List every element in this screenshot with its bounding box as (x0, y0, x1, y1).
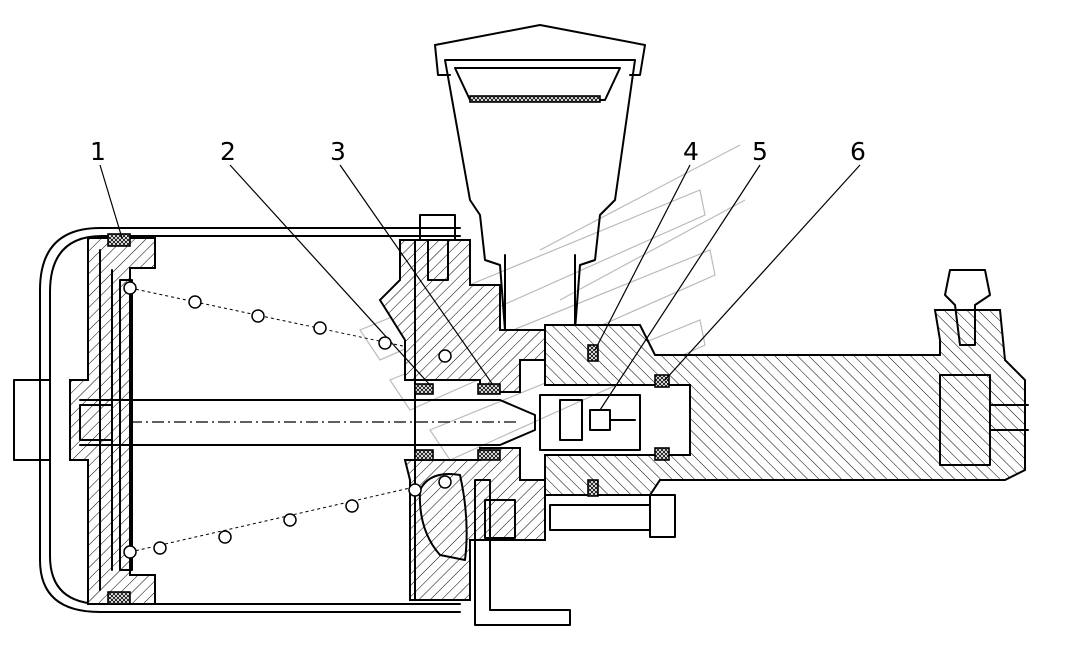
reservoir (434, 24, 646, 331)
mounting-bolt (474, 479, 676, 626)
spring-coil (408, 483, 422, 497)
spring-coil (218, 530, 232, 544)
central-housing (378, 214, 546, 601)
callout-1: 1 (90, 137, 106, 166)
inner-piston (539, 394, 641, 451)
callout-4: 4 (683, 137, 699, 166)
leader-lines (99, 164, 861, 411)
spring-coil (123, 281, 137, 295)
spring-coil (153, 541, 167, 555)
callout-5: 5 (752, 137, 768, 166)
spring-coil (188, 295, 202, 309)
callout-6: 6 (850, 137, 866, 166)
spring-coil (438, 349, 452, 363)
spring-coil (345, 499, 359, 513)
callouts: 1 2 3 4 5 6 (90, 137, 866, 166)
spring-coil (313, 321, 327, 335)
spring-coil (251, 309, 265, 323)
spring-coil (283, 513, 297, 527)
master-cylinder-body (544, 269, 1029, 497)
spring-coil (378, 336, 392, 350)
callout-3: 3 (330, 137, 346, 166)
spring-coil (438, 475, 452, 489)
spring-coils (123, 281, 452, 559)
spring-coil (123, 545, 137, 559)
piston-rod (79, 399, 536, 446)
callout-2: 2 (220, 137, 236, 166)
